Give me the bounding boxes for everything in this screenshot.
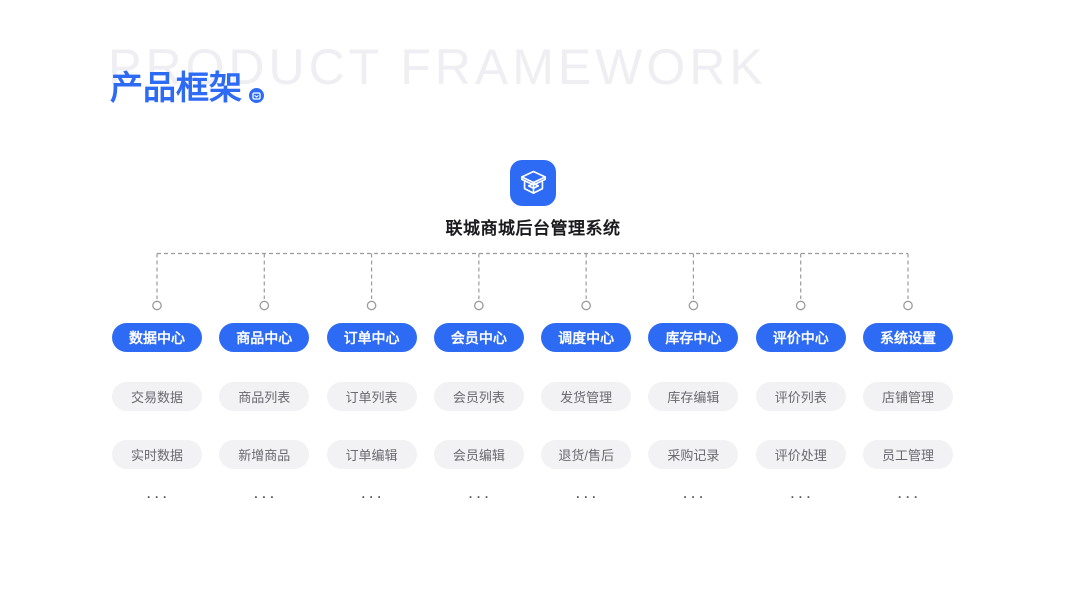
more-ellipsis: ··· [254,490,279,504]
branch-node-circle [688,300,699,311]
section-pill: 订单中心 [326,323,417,352]
feature-pill: 员工管理 [863,440,953,469]
feature-pill: 会员编辑 [433,440,524,469]
feature-pill: 退货/售后 [541,440,632,469]
framework-column: 评价中心评价列表评价处理 ··· [755,323,846,504]
section-pill: 数据中心 [112,323,202,352]
branch-node-circle [795,300,806,311]
more-ellipsis: ··· [576,490,601,504]
more-ellipsis: ··· [790,490,815,504]
section-pill: 系统设置 [863,323,953,352]
framework-column: 订单中心订单列表订单编辑 ··· [326,323,417,504]
section-pill: 评价中心 [755,323,846,352]
app-icon [510,160,556,206]
feature-pill: 新增商品 [219,440,310,469]
store-icon [520,170,546,194]
branch-node-circle [366,300,377,311]
feature-pill: 交易数据 [112,382,202,411]
feature-pill: 会员列表 [433,382,524,411]
branch-node-circle [581,300,591,311]
framework-column: 商品中心商品列表新增商品 ··· [219,323,310,504]
more-ellipsis: ··· [147,490,171,504]
more-ellipsis: ··· [468,490,493,504]
root-system-label: 联城商城后台管理系统 [445,219,621,238]
framework-column: 系统设置店铺管理员工管理 ··· [863,323,953,503]
feature-pill: 发货管理 [541,382,632,411]
branch-node-circle [474,300,484,311]
feature-pill: 实时数据 [112,440,202,469]
section-pill: 会员中心 [433,323,524,352]
section-pill: 调度中心 [541,323,632,352]
ghost-title: PRODUCT FRAMEWORK [108,39,767,95]
feature-pill: 评价列表 [755,382,846,411]
feature-pill: 库存编辑 [648,382,739,411]
feature-pill: 订单编辑 [326,440,417,469]
feature-pill: 店铺管理 [863,382,953,411]
branch-node-circle [152,300,162,311]
branch-node-circle [903,300,913,311]
section-pill: 库存中心 [648,323,739,352]
feature-pill: 评价处理 [755,440,846,469]
feature-pill: 采购记录 [648,440,739,469]
page-title-row: 产品框架 [110,71,264,104]
section-pill: 商品中心 [219,323,310,352]
framework-column: 会员中心会员列表会员编辑 ··· [433,323,524,504]
box-glyph-icon [252,91,261,100]
branch-node-circle [259,300,270,311]
page-title: 产品框架 [110,69,242,106]
framework-column: 调度中心发货管理退货/售后 ··· [541,323,632,504]
feature-pill: 订单列表 [326,382,417,411]
more-ellipsis: ··· [361,490,386,504]
more-ellipsis: ··· [898,490,922,504]
title-badge-icon [249,88,264,103]
framework-column: 数据中心交易数据实时数据 ··· [112,323,202,503]
more-ellipsis: ··· [683,490,708,504]
feature-pill: 商品列表 [219,382,310,411]
framework-column: 库存中心库存编辑采购记录 ··· [648,323,739,504]
